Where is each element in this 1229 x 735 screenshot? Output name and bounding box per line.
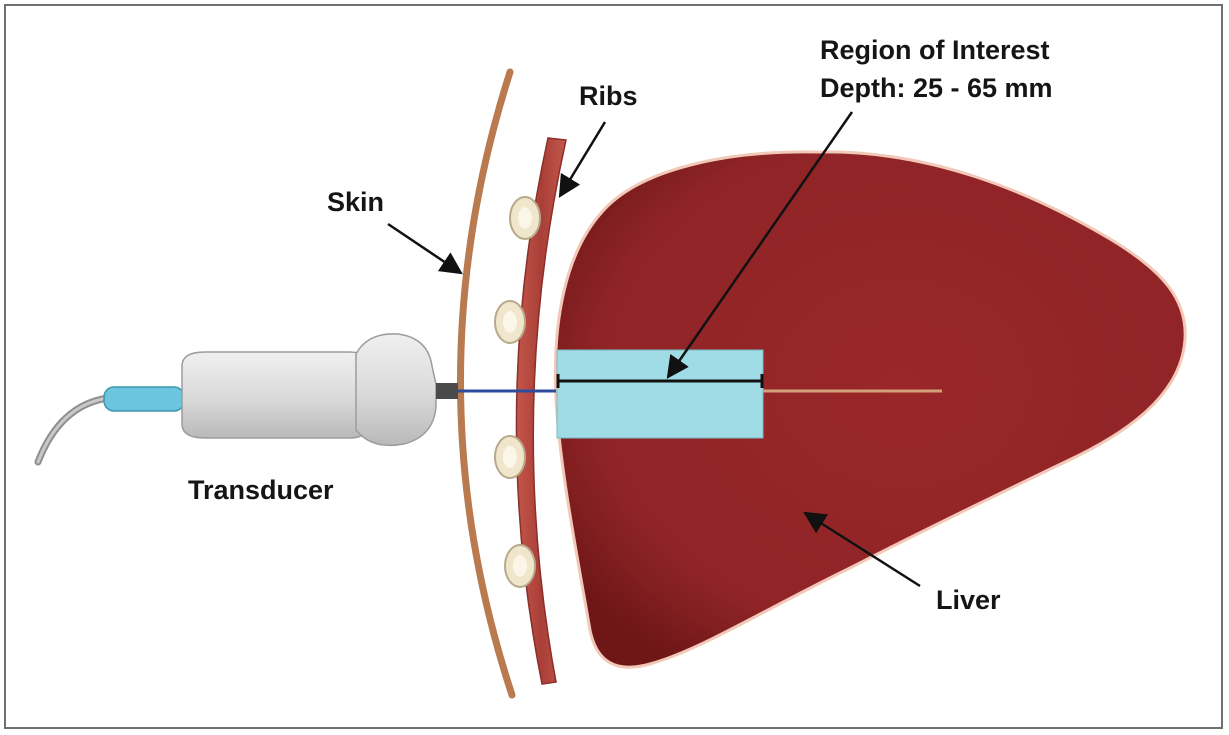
rib-bone bbox=[495, 436, 525, 478]
ribs-arrow bbox=[560, 122, 605, 196]
transducer-tip bbox=[436, 383, 458, 399]
region-of-interest-box bbox=[557, 350, 763, 438]
region-of-interest-label: Region of Interest bbox=[820, 34, 1050, 66]
transducer-handle bbox=[182, 352, 372, 438]
depth-range-label: Depth: 25 - 65 mm bbox=[820, 72, 1053, 104]
liver-label: Liver bbox=[936, 584, 1001, 616]
transducer-probe bbox=[104, 334, 458, 446]
skin-arrow bbox=[388, 224, 461, 273]
rib-bone bbox=[495, 301, 525, 343]
rib-bone bbox=[510, 197, 540, 239]
transducer-cable bbox=[38, 398, 108, 462]
transducer-collar bbox=[104, 387, 184, 411]
transducer-label: Transducer bbox=[188, 474, 334, 506]
transducer-head bbox=[356, 334, 436, 446]
ribs-label: Ribs bbox=[579, 80, 638, 112]
rib-bone bbox=[505, 545, 535, 587]
skin-layer bbox=[460, 72, 512, 695]
skin-label: Skin bbox=[327, 186, 384, 218]
